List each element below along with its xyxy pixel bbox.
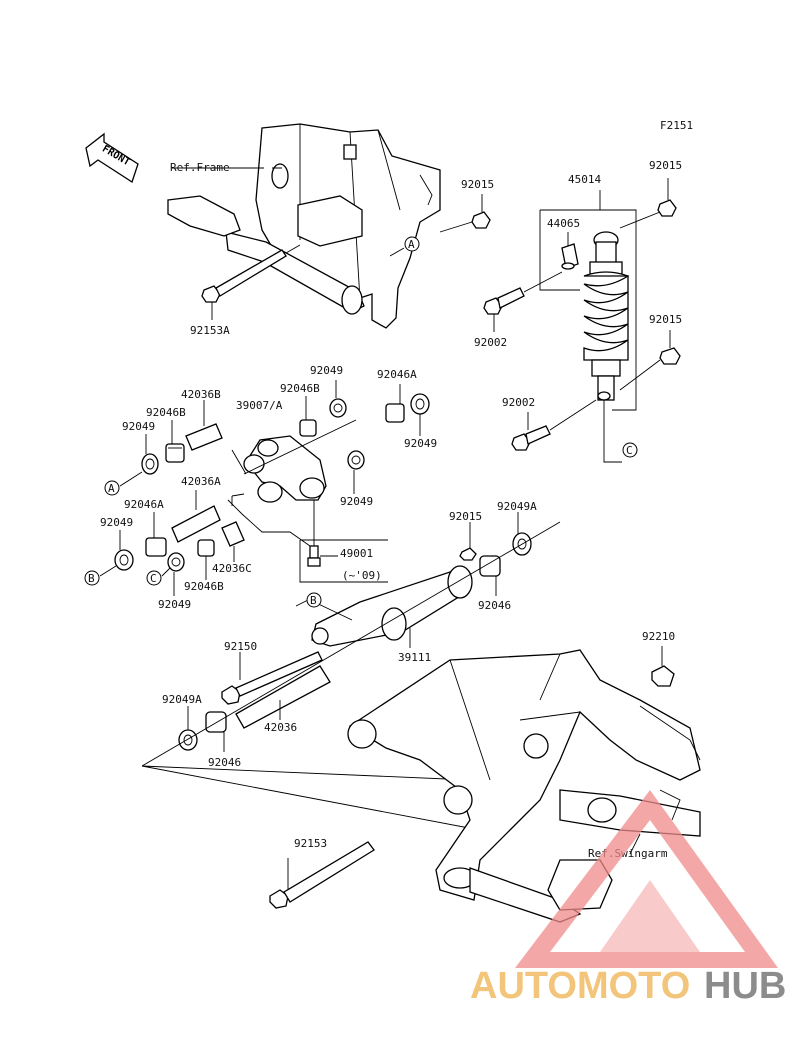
callout-b-mid — [306, 592, 322, 608]
label-p10: 92046A — [377, 368, 417, 381]
callout-b-left — [84, 570, 100, 586]
pivot-bolt-92153 — [269, 841, 375, 909]
sleeve-42036a — [171, 505, 221, 543]
svg-text:A: A — [408, 238, 415, 251]
label-p11: 42036B — [181, 388, 221, 401]
label-p8: 92002 — [502, 396, 535, 409]
frame-drawing — [167, 123, 441, 329]
svg-text:A: A — [108, 482, 115, 495]
label-p12: 92046B — [280, 382, 320, 395]
label-p26: 92049A — [497, 500, 537, 513]
sleeve-42036b — [185, 423, 223, 451]
label-p5: 92153A — [190, 324, 230, 337]
label-p7: 92015 — [649, 313, 682, 326]
label-p4: 44065 — [547, 217, 580, 230]
label-p18: 92049 — [340, 495, 373, 508]
collar-44065 — [561, 243, 579, 269]
nut-92015-frame — [471, 211, 491, 229]
nut-92015-top — [657, 199, 677, 217]
label-p30: 92210 — [642, 630, 675, 643]
bearing-92046a-top — [385, 403, 405, 423]
label-p3: 92015 — [461, 178, 494, 191]
svg-text:C: C — [150, 572, 157, 585]
sleeve-42036c — [221, 521, 245, 547]
shock-absorber-45014 — [583, 231, 630, 401]
part-labels: 92015 45014 92015 44065 92153A 92002 920… — [100, 159, 682, 850]
seal-92049-mid — [347, 450, 365, 470]
nut-92015-mid — [459, 547, 477, 561]
label-p29: 92150 — [224, 640, 257, 653]
label-p23: 92046B — [184, 580, 224, 593]
label-p25: 92015 — [449, 510, 482, 523]
label-p17: 42036A — [181, 475, 221, 488]
label-p19: 92046A — [124, 498, 164, 511]
seal-92049a-bottom — [178, 729, 198, 751]
callout-c-shock — [622, 442, 638, 458]
seal-92049-bottom-mid — [167, 552, 185, 572]
label-p16: 92049 — [404, 437, 437, 450]
grease-nipple-49001 — [307, 545, 321, 567]
label-p33: 92046 — [208, 756, 241, 769]
tie-rod-39111 — [311, 565, 473, 647]
watermark-text-hub: HUB — [704, 965, 786, 1007]
nut-92015-lower — [659, 347, 681, 365]
figure-id: F2151 — [660, 119, 693, 132]
svg-text:B: B — [88, 572, 95, 585]
bolt-92153a — [201, 244, 301, 303]
label-p28: 39111 — [398, 651, 431, 664]
note-49001: (~'09) — [342, 569, 382, 582]
seal-92049-left — [141, 453, 159, 475]
label-p13: 39007/A — [236, 399, 283, 412]
label-p32: 42036 — [264, 721, 297, 734]
label-p27: 92046 — [478, 599, 511, 612]
sleeve-42036 — [235, 665, 331, 729]
label-p20: 92049 — [100, 516, 133, 529]
swingarm-drawing — [347, 649, 701, 923]
label-p14: 92046B — [146, 406, 186, 419]
bolt-92002-lower — [511, 425, 551, 451]
seal-92049-right — [410, 393, 430, 415]
ref-frame-label: Ref.Frame — [170, 161, 230, 174]
label-p9: 92049 — [310, 364, 343, 377]
label-p24: 92049 — [158, 598, 191, 611]
svg-text:C: C — [626, 444, 633, 457]
front-arrow-icon: FRONT — [85, 132, 139, 184]
rocker-arm-39007 — [243, 435, 327, 503]
bolt-92150 — [221, 651, 323, 705]
bearing-92046b-right — [299, 419, 317, 437]
callout-a-frame — [404, 236, 420, 252]
callout-a-left — [104, 480, 120, 496]
label-p22: 42036C — [212, 562, 252, 575]
bearing-92046 — [479, 555, 501, 577]
bearing-92046-bottom — [205, 711, 227, 733]
label-p2: 45014 — [568, 173, 601, 186]
label-p34: 92153 — [294, 837, 327, 850]
seal-92049-top — [329, 398, 347, 418]
bolt-92002-top — [483, 287, 525, 315]
watermark-logo — [515, 790, 778, 968]
label-p31: 92049A — [162, 693, 202, 706]
label-p6: 92002 — [474, 336, 507, 349]
bearing-92046b-bottom — [197, 539, 215, 557]
label-p15: 92049 — [122, 420, 155, 433]
label-p1: 92015 — [649, 159, 682, 172]
seal-92049-bottom-left — [114, 549, 134, 571]
callout-c-left — [146, 570, 162, 586]
watermark-text-automoto: AUTOMOTO — [470, 965, 690, 1007]
bearing-92046a-left — [145, 537, 167, 557]
label-p21: 49001 — [340, 547, 373, 560]
svg-text:B: B — [310, 594, 317, 607]
bearing-92046b-left — [165, 443, 185, 463]
nut-92210 — [651, 665, 675, 687]
